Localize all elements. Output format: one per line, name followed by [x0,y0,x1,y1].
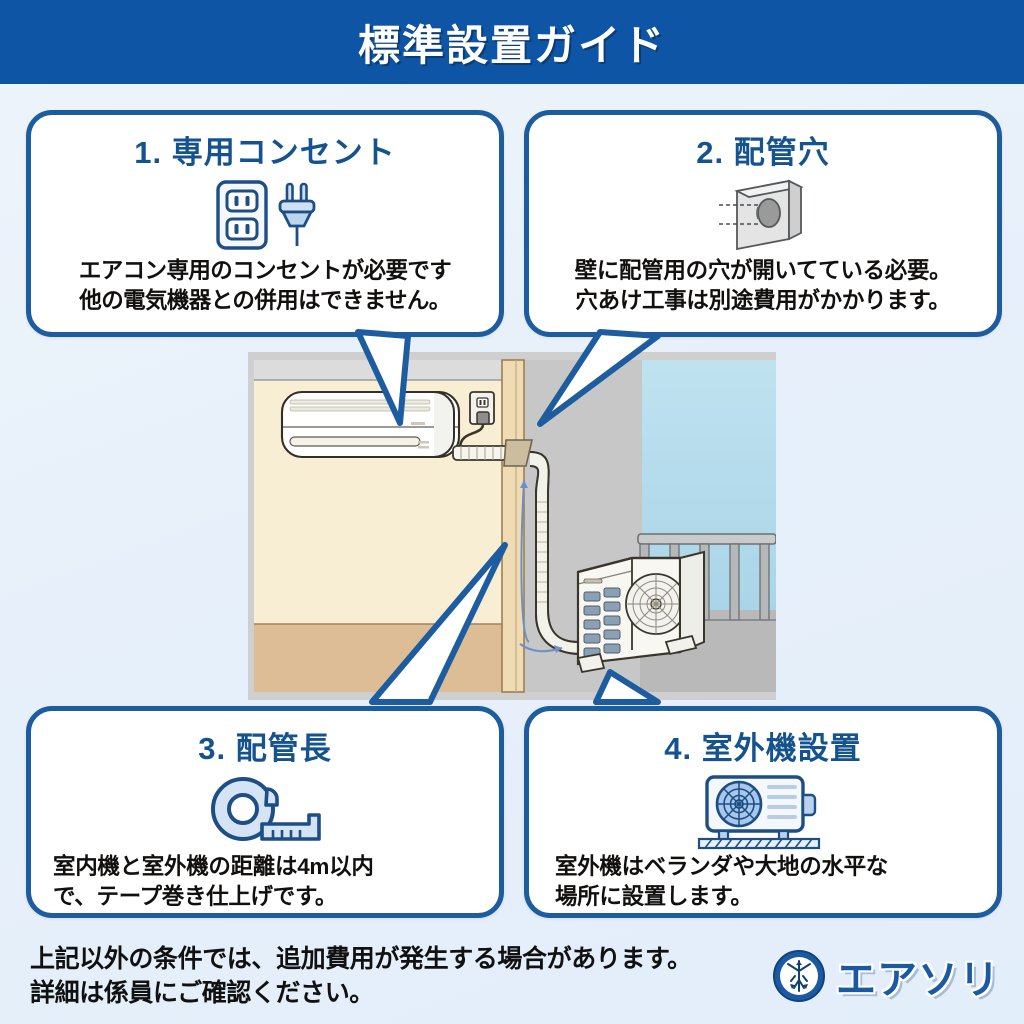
outdoor-unit [576,550,705,674]
card-pipe-hole[interactable]: 2. 配管穴 壁に配管用の穴が開いてている必要。 穴あけ工事は別途費用がかかりま… [524,110,1002,337]
card-4-body: 室外機はベランダや大地の水平な 場所に設置します。 [529,852,997,911]
card-pipe-length[interactable]: 3. 配管長 室内機と室外機の距離は4m以内 で、テープ巻き仕上げです。 [26,706,504,918]
card-2-line-1: 壁に配管用の穴が開いてている必要。 [574,258,952,283]
indoor-unit [280,390,461,459]
page-title: 標準設置ガイド [357,21,666,69]
power-outlet-and-plug-icon [31,174,499,256]
card-3-title: 3. 配管長 [198,731,332,766]
card-4-line-1: 室外機はベランダや大地の水平な [555,854,889,879]
brand-name: エアソリ [836,958,1000,1002]
card-3-body: 室内機と室外機の距離は4m以内 で、テープ巻き仕上げです。 [31,852,499,911]
footer-note-line-1: 上記以外の条件では、追加費用が発生する場合があります。 [30,944,692,973]
card-2-body: 壁に配管用の穴が開いてている必要。 穴あけ工事は別途費用がかかります。 [529,256,997,315]
wall-outlet [458,391,495,449]
tape-measure-icon [31,770,499,852]
refrigerant-pipe [519,451,583,655]
card-1-title: 1. 専用コンセント [134,135,396,170]
card-2-line-2: 穴あけ工事は別途費用がかかります。 [575,287,951,313]
footer-note: 上記以外の条件では、追加費用が発生する場合があります。 詳細は係員にご確認くださ… [30,942,770,1011]
outdoor-unit-icon [529,770,997,852]
installation-illustration [248,352,777,700]
brand-logo[interactable]: エアソリ [770,947,1000,1005]
card-1-body: エアコン専用のコンセントが必要です 他の電気機器との併用はできません。 [31,256,499,315]
card-outdoor-unit-placement[interactable]: 4. 室外機設置 [524,706,1002,918]
fan-turbine-circle-icon [773,950,825,1002]
wall-pipe-hole-icon [529,174,997,256]
page-header: 標準設置ガイド [0,0,1024,84]
card-3-line-1: 室内機と室外機の距離は4m以内 [53,854,374,879]
card-1-line-2: 他の電気機器との併用はできません。 [79,287,451,313]
card-power-outlet[interactable]: 1. 専用コンセント エアコン専用のコンセントが必要です 他の電気機器との併用は… [26,110,504,337]
card-4-title: 4. 室外機設置 [664,731,862,766]
card-2-title: 2. 配管穴 [696,135,830,170]
pipe-through-wall [452,439,534,467]
footer: 上記以外の条件では、追加費用が発生する場合があります。 詳細は係員にご確認くださ… [0,928,1024,1024]
card-1-line-1: エアコン専用のコンセントが必要です [78,258,452,283]
card-3-line-2: で、テープ巻き仕上げです。 [53,883,338,909]
footer-note-line-2: 詳細は係員にご確認ください。 [30,979,374,1007]
card-4-line-2: 場所に設置します。 [555,883,753,909]
